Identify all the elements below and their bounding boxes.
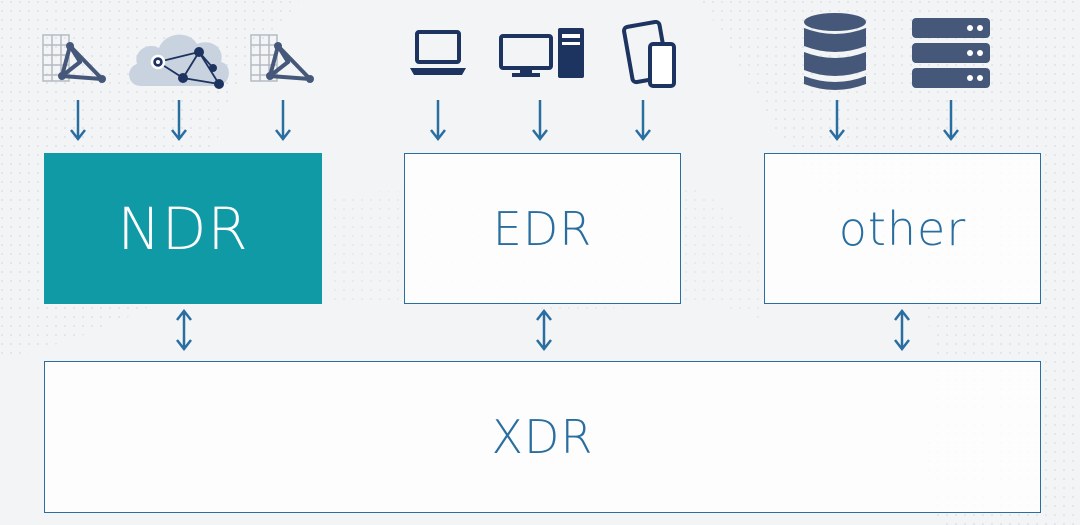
- xdr-box: XDR: [44, 361, 1041, 513]
- down-arrow-icon: [70, 100, 86, 142]
- laptop-icon: [410, 30, 466, 75]
- tablet-phone-icon: [622, 20, 676, 88]
- ndr-box: NDR: [44, 153, 322, 304]
- down-arrow-icon: [635, 100, 651, 142]
- down-arrow-icon: [532, 100, 548, 142]
- network-map-icon: [250, 34, 314, 83]
- down-arrow-icon: [829, 100, 845, 142]
- down-arrow-icon: [430, 100, 446, 142]
- edr-label: EDR: [492, 201, 593, 256]
- database-icon: [804, 13, 866, 90]
- bidirectional-arrow-icon: [536, 309, 552, 351]
- bidirectional-arrow-icon: [176, 309, 192, 351]
- edr-box: EDR: [404, 153, 681, 304]
- desktop-computer-icon: [499, 28, 584, 78]
- down-arrow-icon: [171, 100, 187, 142]
- down-arrow-icon: [943, 100, 959, 142]
- server-rack-icon: [912, 18, 990, 88]
- other-label: other: [838, 201, 967, 256]
- xdr-label: XDR: [491, 410, 594, 464]
- network-map-icon: [42, 34, 106, 83]
- other-box: other: [764, 153, 1041, 304]
- bidirectional-arrow-icon: [894, 309, 910, 351]
- ndr-label: NDR: [117, 194, 249, 263]
- cloud-network-icon: [129, 34, 229, 89]
- down-arrow-icon: [275, 100, 291, 142]
